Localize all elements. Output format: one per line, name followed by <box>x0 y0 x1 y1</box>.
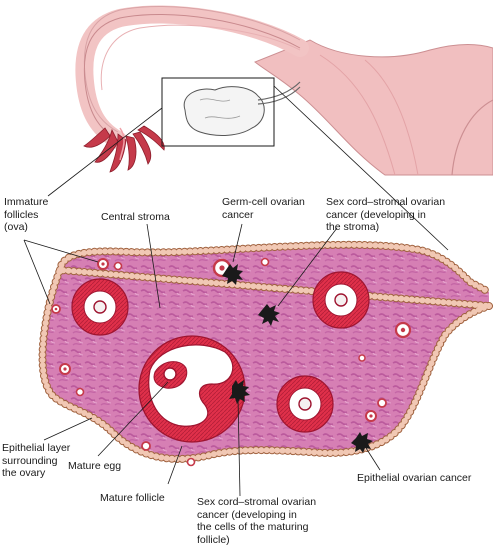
label-germ-cell: Germ-cell ovarian cancer <box>222 196 305 221</box>
label-mature-follicle-line-1: Mature follicle <box>100 492 165 504</box>
uterus-and-tube <box>75 5 493 176</box>
small-ovary <box>183 81 301 136</box>
fimbriae <box>83 125 165 173</box>
label-sex-cord-follicle-line-3: the cells of the maturing <box>197 521 309 533</box>
label-sex-cord-stroma-line-1: Sex cord–stromal ovarian <box>326 196 446 208</box>
label-sex-cord-follicle-line-4: follicle) <box>197 533 230 546</box>
label-sex-cord-stroma-line-2: cancer (developing in <box>326 208 426 221</box>
label-sex-cord-follicle-line-1: Sex cord–stromal ovarian <box>197 496 317 508</box>
label-epithelial-layer-line-1: Epithelial layer <box>2 442 71 454</box>
label-epithelial-layer-line-2: surrounding <box>2 454 58 467</box>
follicle-right <box>312 271 370 329</box>
tumor-germ-cell <box>222 264 243 285</box>
label-immature-follicles: Immature follicles (ova) <box>4 196 48 234</box>
ovary-body <box>38 240 493 463</box>
label-immature-follicles-line-3: (ova) <box>4 221 28 233</box>
tumor-epithelial <box>351 432 373 453</box>
label-mature-egg: Mature egg <box>68 460 121 473</box>
follicle-bottom <box>276 375 334 433</box>
label-sex-cord-follicle-line-2: cancer (developing in <box>197 508 297 521</box>
label-central-stroma: Central stroma <box>101 211 170 224</box>
follicle-left <box>71 278 129 336</box>
label-sex-cord-stroma-line-3: the stroma) <box>326 221 380 233</box>
label-epithelial-layer-line-3: the ovary <box>2 467 46 479</box>
label-immature-follicles-line-2: follicles <box>4 208 39 221</box>
mature-follicle <box>138 335 246 443</box>
label-germ-cell-line-1: Germ-cell ovarian <box>222 196 305 208</box>
zoom-line-left <box>47 107 163 197</box>
zoom-box <box>161 77 275 147</box>
zoom-line-right <box>273 85 449 251</box>
leader-lines <box>23 223 381 497</box>
label-mature-follicle: Mature follicle <box>100 492 165 505</box>
label-epithelial-cancer-line-1: Epithelial ovarian cancer <box>357 472 472 484</box>
label-central-stroma-line-1: Central stroma <box>101 211 170 223</box>
label-epithelial-cancer: Epithelial ovarian cancer <box>357 472 471 485</box>
tumor-follicle <box>229 380 250 404</box>
tumor-stroma <box>258 304 280 326</box>
label-immature-follicles-line-1: Immature <box>4 196 49 208</box>
label-epithelial-layer: Epithelial layer surrounding the ovary <box>2 442 70 480</box>
label-sex-cord-stroma: Sex cord–stromal ovarian cancer (develop… <box>326 196 445 234</box>
label-germ-cell-line-2: cancer <box>222 208 254 221</box>
label-mature-egg-line-1: Mature egg <box>68 460 122 472</box>
label-sex-cord-follicle: Sex cord–stromal ovarian cancer (develop… <box>197 496 316 546</box>
